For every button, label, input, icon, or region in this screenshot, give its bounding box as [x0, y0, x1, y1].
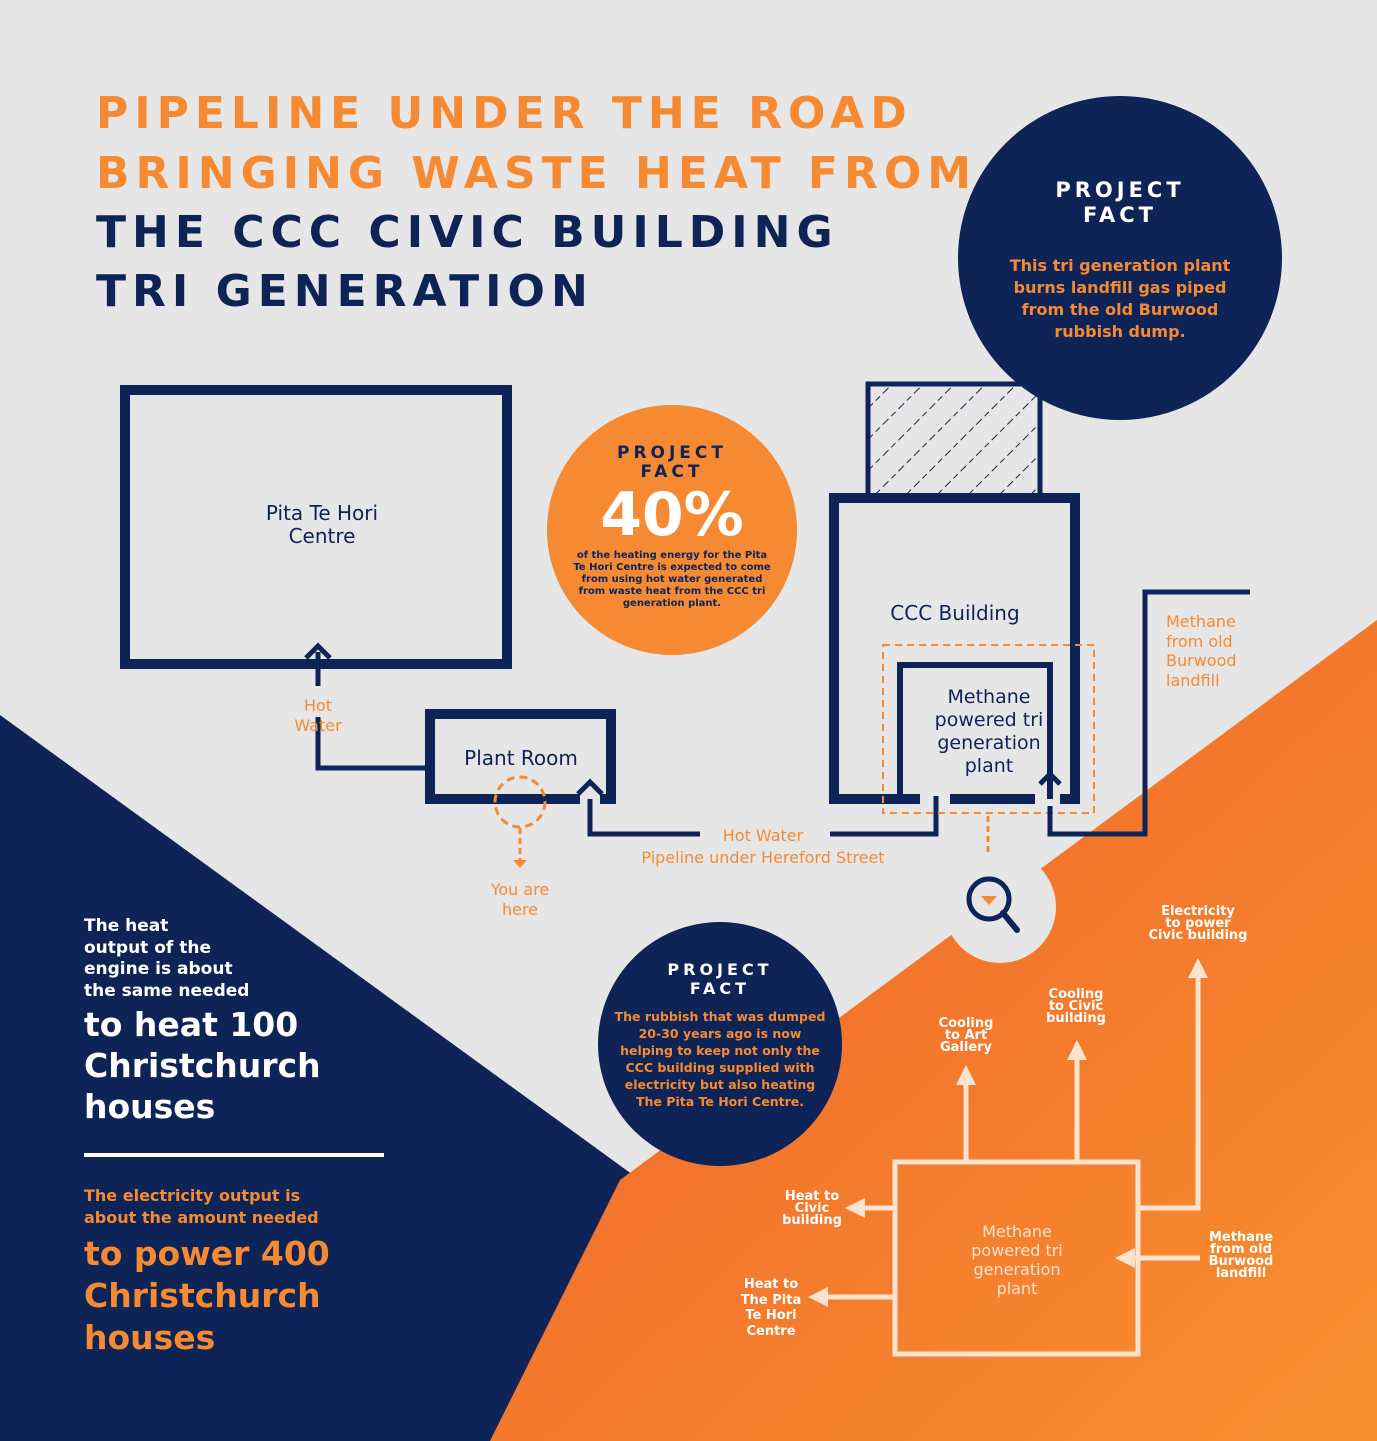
hot-water-pipe: [315, 652, 430, 771]
methane-source-label: Methane from old Burwood landfill: [1166, 612, 1237, 690]
elec-big: to power 400 Christchurch houses: [84, 1234, 330, 1357]
fact-bottom-heading: PROJECT FACT: [667, 960, 773, 998]
magnifier-circle: [944, 851, 1056, 963]
fact-percent-circle: [547, 405, 797, 655]
pipeline: [587, 796, 939, 837]
fact-percent-value: 40%: [600, 480, 744, 550]
elec-intro: The electricity output is about the amou…: [84, 1186, 319, 1227]
plant-room-label: Plant Room: [464, 746, 578, 770]
fact-top-heading: PROJECT FACT: [1055, 178, 1185, 227]
plant-room-box: [425, 709, 616, 804]
ccc-building-box: [829, 493, 1080, 804]
pita-label: Pita Te Hori Centre: [265, 501, 379, 548]
fact-percent-text: of the heating energy for the Pita Te Ho…: [573, 550, 771, 609]
detail-cooling-civic-label: Cooling to Civic building: [1046, 987, 1106, 1026]
fact-percent-heading: PROJECT FACT: [616, 443, 727, 482]
detail-plant-label: Methane powered tri generation plant: [971, 1222, 1063, 1298]
fact-bottom-circle: [598, 922, 842, 1166]
detail-methane-label: Methane from old Burwood landfill: [1208, 1230, 1274, 1281]
title-line-1: PIPELINE UNDER THE ROAD: [96, 88, 913, 139]
pipeline-label: Hot Water Pipeline under Hereford Street: [641, 826, 885, 867]
detail-electricity-label: Electricity to power Civic building: [1148, 904, 1248, 943]
you-are-here-label: You are here: [490, 880, 550, 919]
detail-heat-civic-label: Heat to Civic building: [782, 1189, 842, 1228]
fact-top-text: This tri generation plant burns landfill…: [1009, 256, 1231, 341]
title-line-2: BRINGING WASTE HEAT FROM: [96, 148, 978, 199]
magnifier-icon: [966, 876, 1020, 933]
detail-cooling-art-label: Cooling to Art Gallery: [938, 1016, 994, 1055]
fact-top-circle: [958, 96, 1282, 420]
navy-panel: [0, 715, 640, 1441]
detail-heat-pita-label: Heat to The Pita Te Hori Centre: [740, 1277, 802, 1339]
heat-big: to heat 100 Christchurch houses: [84, 1005, 321, 1126]
methane-plant-label: Methane powered tri generation plant: [934, 686, 1044, 777]
ccc-building-label: CCC Building: [890, 601, 1020, 625]
orange-panel: [490, 620, 1377, 1441]
hatched-top: [865, 381, 1043, 499]
heat-intro: The heat output of the engine is about t…: [84, 916, 250, 1001]
hot-water-label: Hot Water: [294, 696, 342, 735]
fact-bottom-text: The rubbish that was dumped 20-30 years …: [614, 1009, 826, 1109]
title-line-4: TRI GENERATION: [96, 266, 594, 317]
title-line-3: THE CCC CIVIC BUILDING: [96, 207, 839, 258]
